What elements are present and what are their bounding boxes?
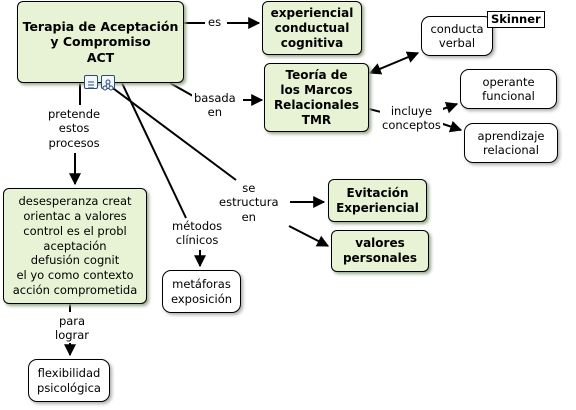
node-act[interactable]: Terapia de Aceptación y Compromiso ACT (17, 1, 184, 83)
link-label-pretende: pretende estos procesos (46, 107, 103, 151)
link-label-para-lograr: para lograr (53, 314, 92, 343)
node-experiencial-conductual-cognitiva[interactable]: experiencial conductual cognitiva (262, 1, 362, 55)
node-evitacion-experiencial[interactable]: Evitación Experiencial (328, 179, 427, 222)
link-label-incluye-conceptos: incluye conceptos (380, 104, 443, 133)
node-procesos[interactable]: desesperanza creat orientac a valores co… (3, 188, 147, 304)
node-flexibilidad-psicologica[interactable]: flexibilidad psicológica (28, 359, 110, 402)
resource-list-icon[interactable] (84, 75, 98, 89)
link-label-metodos-clinicos: métodos clínicos (170, 219, 225, 248)
resource-tag-skinner[interactable]: Skinner (487, 11, 545, 28)
node-valores-personales[interactable]: valores personales (331, 230, 429, 272)
node-operante-funcional[interactable]: operante funcional (460, 69, 557, 109)
node-tmr[interactable]: Teoría de los Marcos Relacionales TMR (264, 63, 369, 132)
link-label-es: es (206, 15, 224, 30)
node-conducta-verbal[interactable]: conducta verbal (421, 16, 493, 56)
node-metaforas-exposicion[interactable]: metáforas exposición (162, 270, 241, 313)
concept-map-icon[interactable] (101, 75, 115, 91)
link-label-basada-en: basada en (192, 91, 238, 120)
node-aprendizaje-relacional[interactable]: aprendizaje relacional (464, 123, 558, 163)
link-label-se-estructura-en: se estructura en (217, 181, 281, 225)
